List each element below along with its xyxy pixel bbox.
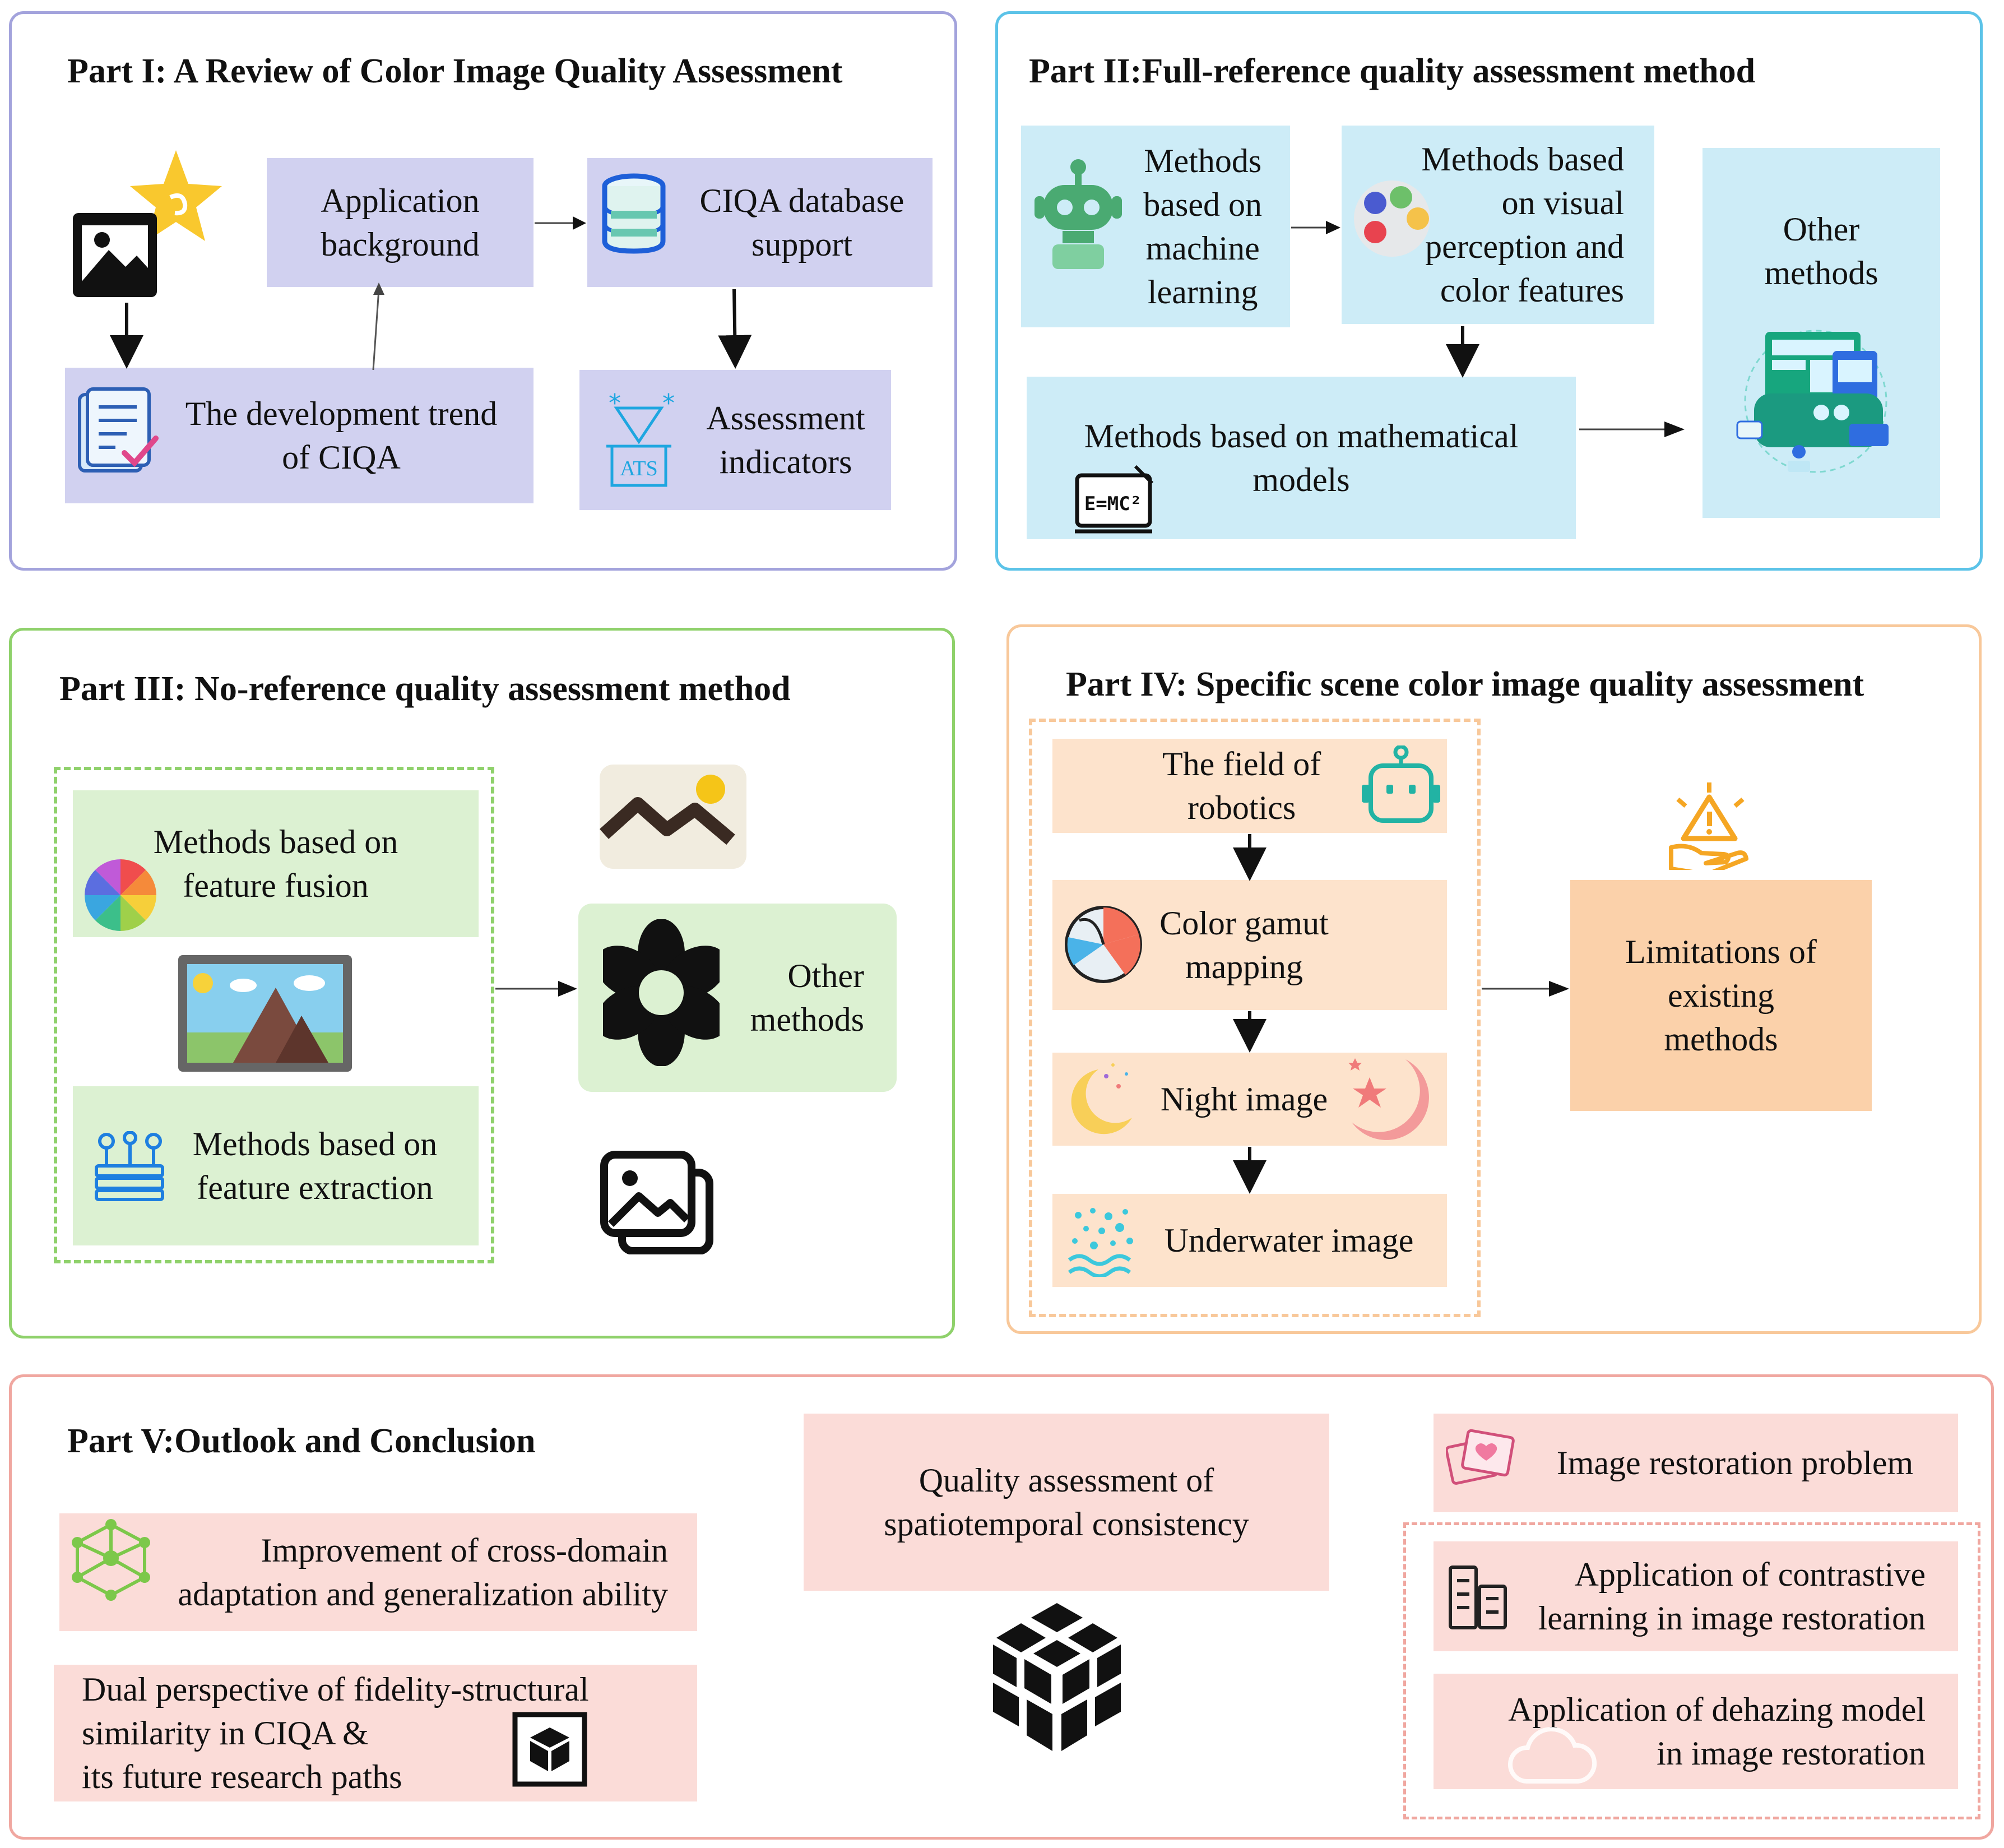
underwater-image-box: Underwater image bbox=[1052, 1194, 1447, 1287]
water-bubbles-icon bbox=[1068, 1208, 1133, 1277]
gamut-mapping-label: Color gamut mapping bbox=[1159, 905, 1329, 985]
night-image-label: Night image bbox=[1160, 1081, 1328, 1118]
restoration-problem-box: Image restoration problem bbox=[1434, 1414, 1958, 1512]
feature-extraction-label: Methods based on feature extraction bbox=[192, 1126, 438, 1206]
cross-domain-label: Improvement of cross-domain adaptation a… bbox=[178, 1532, 668, 1613]
restoration-problem-label: Image restoration problem bbox=[1556, 1444, 1914, 1481]
part4-title: Part IV: Specific scene color image qual… bbox=[1066, 665, 1864, 703]
part5-title: Part V:Outlook and Conclusion bbox=[67, 1422, 536, 1460]
contrastive-learning-label: Application of contrastive learning in i… bbox=[1538, 1556, 1926, 1637]
part2-title: Part II:Full-reference quality assessmen… bbox=[1029, 52, 1756, 90]
ats-award-icon: * * ATS bbox=[606, 391, 675, 487]
crescent-moon-icon bbox=[1071, 1063, 1132, 1134]
part5-dashed-group bbox=[1403, 1522, 1980, 1819]
beach-ball-icon bbox=[1065, 906, 1142, 983]
development-trend-label: The development trend of CIQA bbox=[185, 395, 498, 476]
part2-other-methods-label: Other methods bbox=[1764, 211, 1878, 291]
part4-dashed-group bbox=[1029, 719, 1481, 1317]
color-palette-icon bbox=[1354, 180, 1430, 257]
gallery-icon bbox=[600, 1151, 713, 1254]
ebook-list-icon bbox=[1449, 1566, 1507, 1629]
part3-title: Part III: No-reference quality assessmen… bbox=[59, 670, 791, 708]
robotics-box: The field of robotics bbox=[1052, 739, 1447, 833]
photo-frames-icon bbox=[1446, 1429, 1515, 1485]
document-check-icon bbox=[78, 387, 159, 473]
application-background-label: Application background bbox=[321, 182, 480, 263]
spatiotemporal-label: Quality assessment of spatiotemporal con… bbox=[884, 1462, 1249, 1543]
part1-title: Part I: A Review of Color Image Quality … bbox=[67, 52, 843, 90]
contrastive-learning-box: Application of contrastive learning in i… bbox=[1434, 1541, 1958, 1651]
part3-dashed-group bbox=[54, 767, 494, 1263]
mathematical-models-label: Methods based on mathematical models bbox=[1084, 418, 1519, 498]
machine-learning-label: Methods based on machine learning bbox=[1143, 142, 1262, 311]
cloud-icon bbox=[1508, 1726, 1597, 1784]
formula-text: E=MC² bbox=[1084, 493, 1142, 515]
ciqa-database-label: CIQA database support bbox=[699, 182, 904, 263]
ats-text: ATS bbox=[620, 457, 658, 480]
database-icon bbox=[602, 173, 666, 254]
robot-head-icon bbox=[1362, 745, 1440, 823]
mountain-sun-icon bbox=[599, 765, 746, 869]
color-wheel-icon bbox=[85, 859, 156, 931]
image-star-icon bbox=[73, 150, 222, 297]
formula-board-icon: E=MC² bbox=[1075, 465, 1154, 534]
layered-stack-icon bbox=[95, 1131, 164, 1201]
part3-other-methods-box: Other methods bbox=[578, 904, 897, 1092]
underwater-image-label: Underwater image bbox=[1164, 1222, 1414, 1259]
limitations-label: Limitations of existing methods bbox=[1625, 933, 1817, 1058]
development-trend-box: The development trend of CIQA bbox=[65, 368, 534, 503]
mathematical-models-box: Methods based on mathematical models bbox=[1027, 377, 1576, 539]
flower-icon bbox=[603, 919, 720, 1066]
cube-box-icon bbox=[512, 1712, 587, 1787]
dehazing-model-box: Application of dehazing model in image r… bbox=[1434, 1674, 1958, 1789]
spatiotemporal-box: Quality assessment of spatiotemporal con… bbox=[804, 1414, 1329, 1591]
robotics-label: The field of robotics bbox=[1162, 745, 1321, 826]
application-background-box: Application background bbox=[267, 158, 534, 287]
moon-star-icon bbox=[1348, 1058, 1429, 1140]
gamut-mapping-box: Color gamut mapping bbox=[1052, 880, 1447, 1010]
robot-icon bbox=[1035, 159, 1122, 269]
part3-other-methods-label: Other methods bbox=[750, 957, 864, 1038]
limitations-box: Limitations of existing methods bbox=[1570, 880, 1872, 1111]
warning-hand-icon bbox=[1669, 782, 1748, 870]
landscape-picture-icon bbox=[178, 955, 352, 1072]
molecule-network-icon bbox=[72, 1519, 150, 1601]
dual-perspective-box: Dual perspective of fidelity-structural … bbox=[54, 1665, 697, 1801]
cross-domain-box: Improvement of cross-domain adaptation a… bbox=[59, 1513, 697, 1631]
dehazing-model-label: Application of dehazing model in image r… bbox=[1508, 1691, 1926, 1772]
dual-perspective-label: Dual perspective of fidelity-structural … bbox=[82, 1671, 589, 1795]
visual-perception-label: Methods based on visual perception and c… bbox=[1421, 141, 1624, 309]
web-dashboard-icon bbox=[1736, 330, 1889, 473]
assessment-indicators-label: Assessment indicators bbox=[706, 400, 865, 480]
svg-text:*: * bbox=[662, 391, 675, 418]
feature-fusion-label: Methods based on feature fusion bbox=[153, 823, 398, 904]
blocks-cube-icon bbox=[993, 1603, 1121, 1751]
